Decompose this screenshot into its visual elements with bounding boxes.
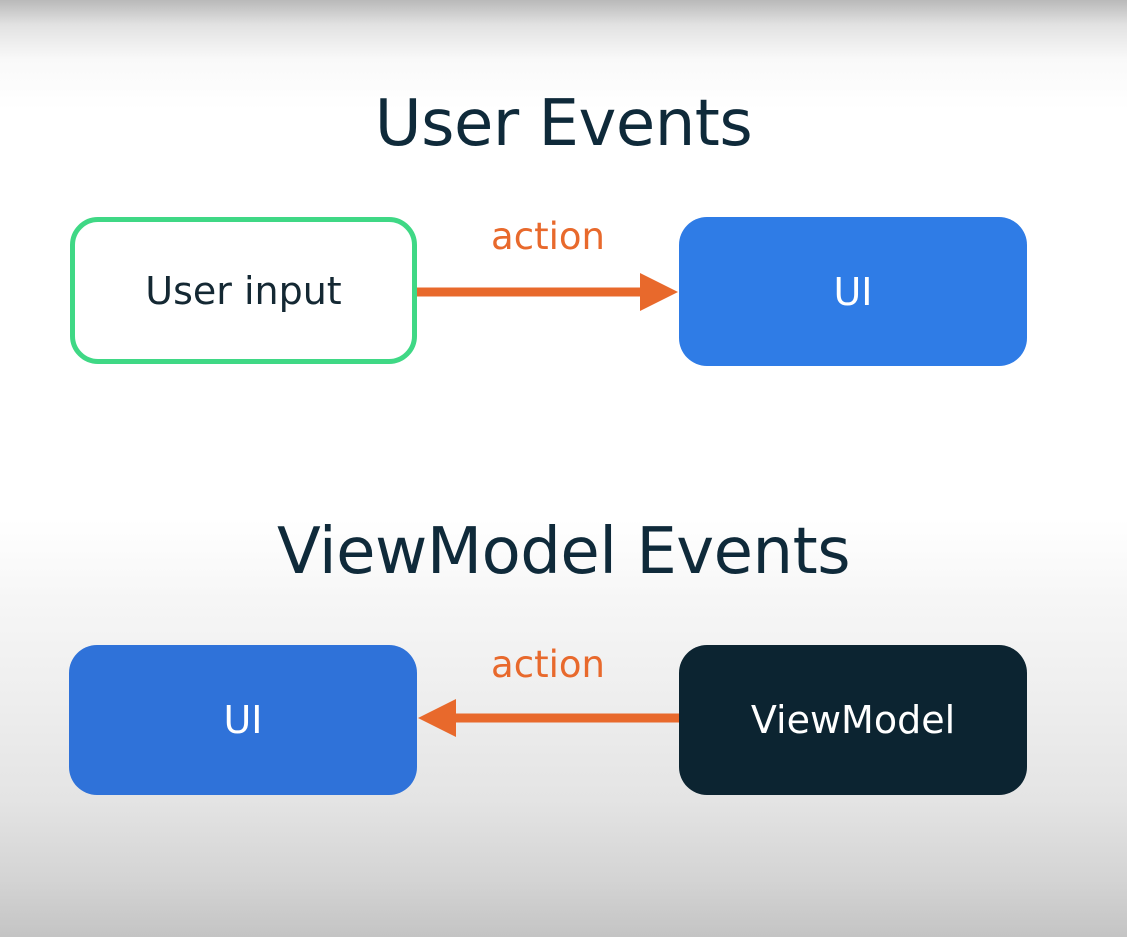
ui-node-top: UI xyxy=(679,217,1027,366)
user-events-arrow xyxy=(417,273,678,311)
viewmodel-node-label: ViewModel xyxy=(750,698,956,742)
user-events-action-label: action xyxy=(491,215,605,258)
user-events-title: User Events xyxy=(374,87,753,161)
viewmodel-events-action-label: action xyxy=(491,643,605,686)
user-input-label: User input xyxy=(145,268,342,313)
viewmodel-node: ViewModel xyxy=(679,645,1027,795)
viewmodel-events-title: ViewModel Events xyxy=(276,515,851,589)
viewmodel-events-arrow xyxy=(418,699,679,737)
ui-node-bottom-label: UI xyxy=(223,698,263,742)
ui-node-bottom: UI xyxy=(69,645,417,795)
user-input-node: User input xyxy=(70,217,417,364)
ui-node-top-label: UI xyxy=(833,269,873,314)
